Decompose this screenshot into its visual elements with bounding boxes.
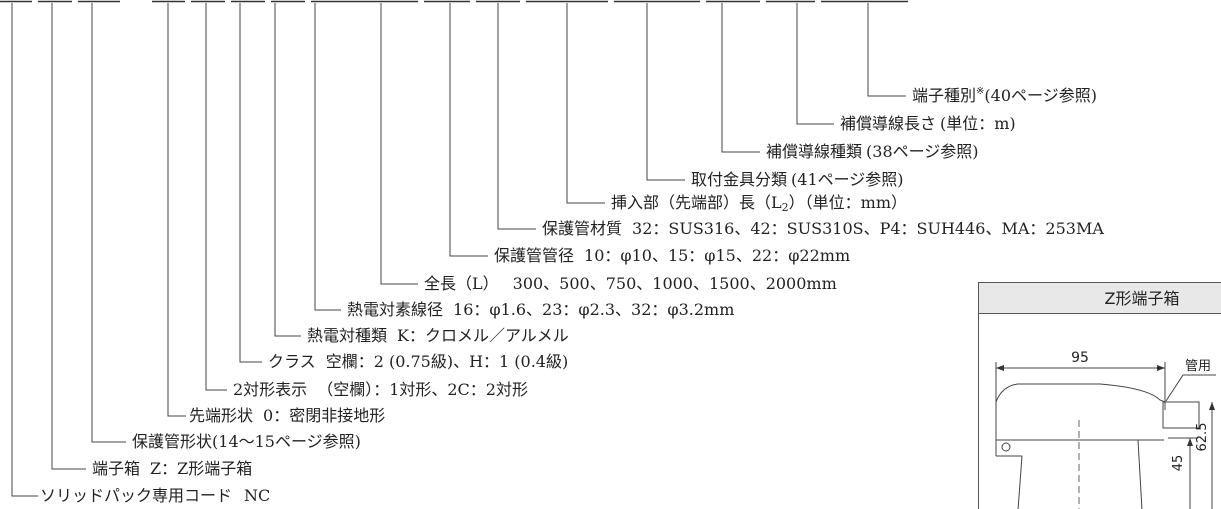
- leader-tip-shape: [167, 3, 186, 417]
- leader-terminal-box: [51, 3, 86, 470]
- leader-solid-pack-code: [11, 3, 38, 497]
- leader-total-length: [380, 3, 418, 285]
- label-tube-shape: 保護管形状(14〜15ページ参照): [132, 432, 361, 451]
- leader-element-diameter: [314, 3, 341, 311]
- inset-dim-width: 95: [1071, 350, 1089, 366]
- leader-tc-type: [274, 3, 301, 337]
- code-labels: 端子種別※(40ページ参照) 補償導線長さ(単位：m) 補償導線種類(38ページ…: [40, 86, 1104, 505]
- label-class: クラス空欄：2 (0.75級)、H：1 (0.4級): [268, 352, 568, 371]
- label-total-length: 全長（L）300、500、750、1000、1500、2000mm: [424, 274, 837, 293]
- leader-pair-indication: [205, 3, 227, 391]
- leader-mount-class: [646, 3, 685, 181]
- label-terminal-type: 端子種別※(40ページ参照): [912, 86, 1097, 105]
- label-mount-class: 取付金具分類(41ページ参照): [691, 170, 904, 189]
- inset-dim-height-b: 62.5: [1195, 423, 1210, 452]
- leader-comp-wire-type: [721, 3, 760, 153]
- label-comp-wire-type: 補償導線種類(38ページ参照): [766, 142, 979, 161]
- leader-lines: [11, 3, 906, 497]
- label-comp-wire-length: 補償導線長さ(単位：m): [840, 114, 1016, 133]
- inset-callout: 管用: [1185, 359, 1211, 374]
- leader-class: [239, 3, 262, 363]
- leader-comp-wire-length: [796, 3, 834, 125]
- label-insertion-length: 挿入部（先端部）長（L2）（単位：mm）: [611, 193, 907, 214]
- leader-terminal-type: [867, 3, 906, 97]
- leader-tube-diameter: [449, 3, 488, 257]
- leader-tube-material: [497, 3, 536, 230]
- inset-dim-height-a: 45: [1171, 455, 1186, 472]
- label-pair-indication: 2対形表示（空欄）：1対形、2C：2対形: [233, 380, 528, 399]
- leader-insertion-length: [566, 3, 605, 204]
- leader-tube-shape: [91, 3, 126, 443]
- inset-title: Z形端子箱: [1105, 289, 1180, 308]
- inset-terminal-box: Z形端子箱 95 管用 45 62.5: [978, 282, 1221, 509]
